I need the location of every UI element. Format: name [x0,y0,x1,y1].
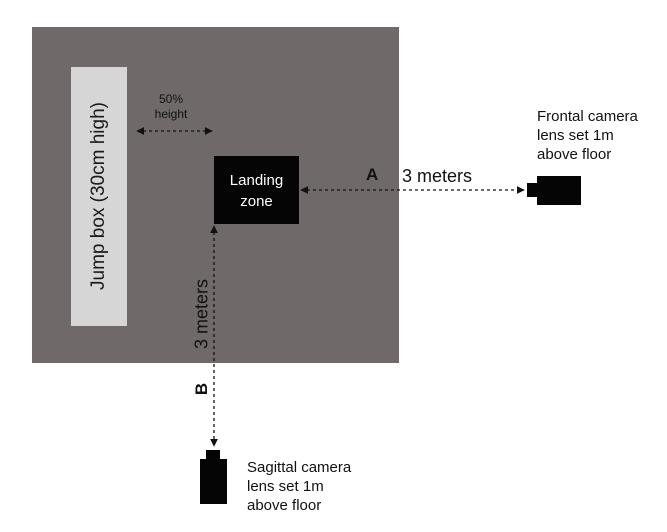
distance-b-letter: B [192,382,211,396]
landing-zone-label: Landing zone [214,170,299,212]
landing-zone: Landing zone [214,156,299,224]
sagittal-camera-line3: above floor [247,497,322,514]
sagittal-camera-line1: Sagittal camera [247,459,352,476]
jump-box [71,67,127,326]
sagittal-camera-lens-icon [206,450,220,460]
frontal-camera-line2: lens set 1m [537,127,614,144]
frontal-camera-lens-icon [527,183,538,197]
height-marker-line1: 50% [158,92,184,106]
frontal-camera-line1: Frontal camera [537,108,638,125]
landing-zone-label-line1: Landing [229,172,284,189]
distance-b-label: 3 meters [191,278,212,350]
sagittal-camera-icon [200,459,227,504]
frontal-camera-line3: above floor [537,146,612,163]
frontal-camera-label: Frontal camera lens set 1m above floor [537,107,638,164]
distance-a-label: 3 meters [402,166,473,186]
sagittal-camera-line2: lens set 1m [247,478,324,495]
landing-zone-label-line2: zone [240,193,273,210]
height-marker-line2: height [154,107,188,121]
sagittal-camera-label: Sagittal camera lens set 1m above floor [247,458,351,515]
height-marker-label: 50% height [139,92,203,122]
distance-a-letter: A [366,165,379,184]
frontal-camera-icon [537,176,581,205]
